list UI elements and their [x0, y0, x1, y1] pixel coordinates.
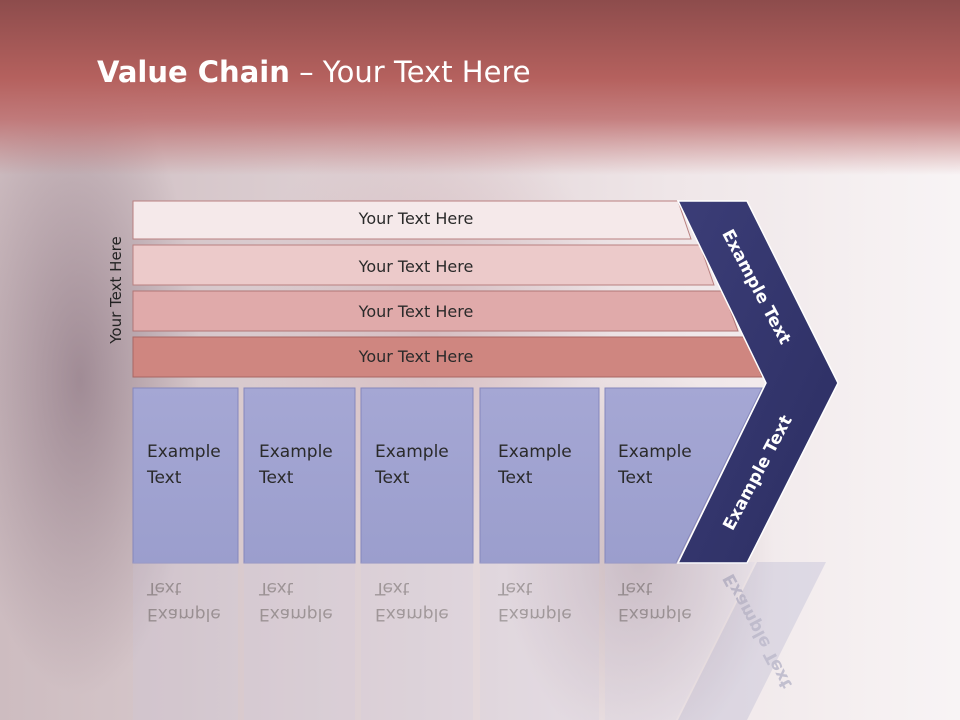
bar-3: [132, 290, 739, 332]
box-5-line2: Text: [618, 468, 653, 488]
box-5-line1: Example: [618, 442, 692, 462]
bar-2: [132, 244, 715, 286]
box-1-line2: Text: [147, 468, 182, 488]
box-2: [243, 387, 356, 564]
bar-1: [132, 200, 692, 240]
box-1-line1: Example: [147, 442, 221, 462]
box-3-line1: Example: [375, 442, 449, 462]
box-3: [360, 387, 474, 564]
box-3-line2: Text: [375, 468, 410, 488]
title-rest: – Your Text Here: [289, 55, 531, 89]
box-4-line2: Text: [498, 468, 533, 488]
box-2-line2: Text: [259, 468, 294, 488]
bar-2-label: Your Text Here: [358, 257, 474, 276]
box-1: [132, 387, 239, 564]
chevron: [676, 200, 839, 564]
bar-4-label: Your Text Here: [358, 347, 474, 366]
bar-1-label: Your Text Here: [358, 209, 474, 228]
bar-3-label: Your Text Here: [358, 302, 474, 321]
header-band: [0, 0, 960, 175]
slide-title: Value Chain – Your Text Here: [97, 55, 531, 89]
box-4-line1: Example: [498, 442, 572, 462]
bar-4: [132, 336, 763, 378]
box-5: [604, 387, 763, 564]
title-bold: Value Chain: [97, 55, 290, 89]
box-2-line1: Example: [259, 442, 333, 462]
box-4: [479, 387, 600, 564]
